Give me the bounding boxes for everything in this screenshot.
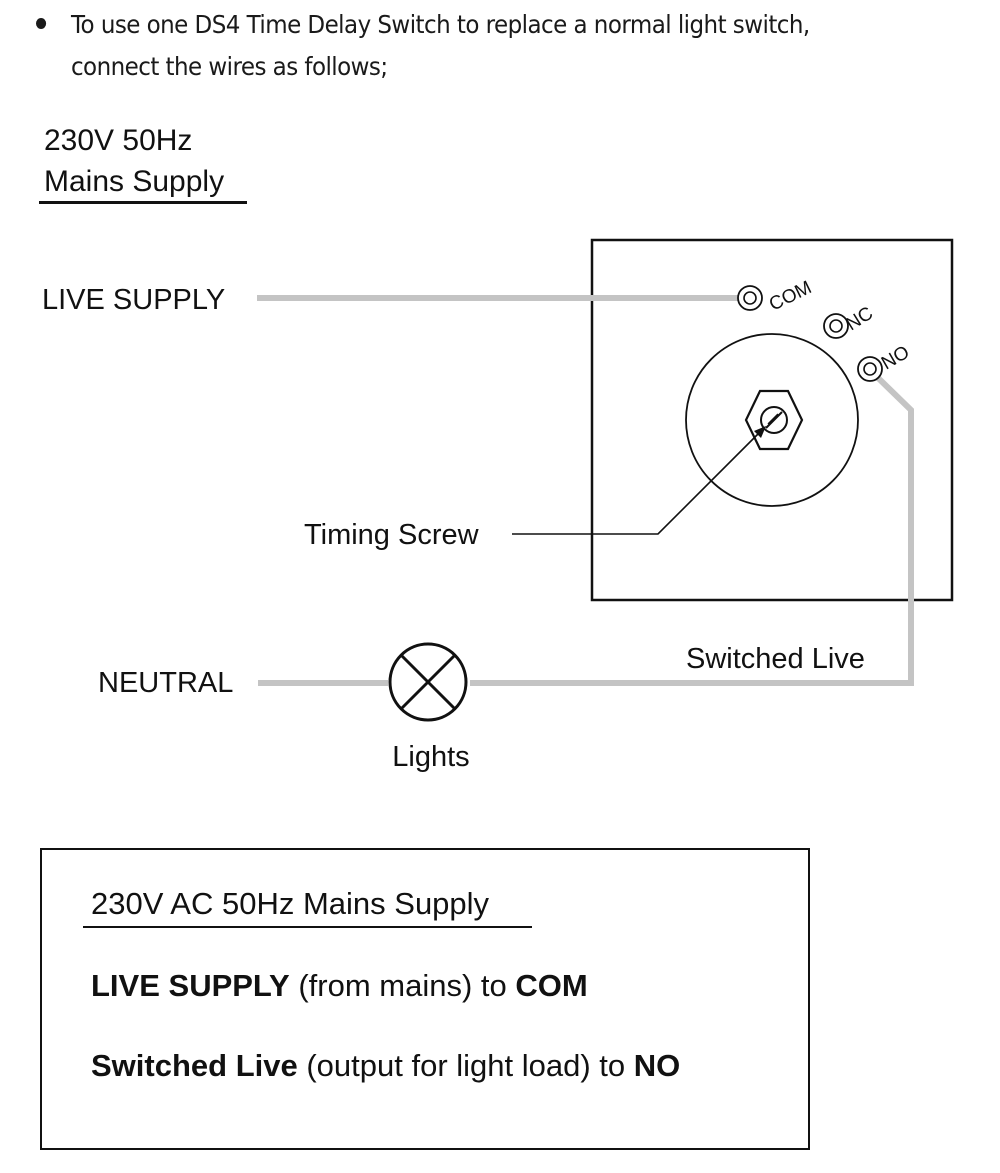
hex-nut-icon — [744, 389, 804, 451]
switched-live-wire — [470, 369, 914, 686]
legend-line-live: LIVE SUPPLY (from mains) to COM — [91, 966, 588, 1006]
terminal-com — [737, 285, 763, 311]
lights-label: Lights — [392, 741, 469, 773]
legend-title: 230V AC 50Hz Mains Supply — [91, 886, 490, 921]
wiring-diagram: COM NC NO LIVE SUPPLY NEUTRAL Lights Tim… — [42, 238, 954, 773]
lamp-icon — [388, 642, 468, 722]
timing-screw-leader — [512, 431, 761, 535]
legend-live-target: COM — [515, 968, 588, 1003]
timing-screw-arrowhead-icon — [754, 426, 766, 438]
legend-box: 230V AC 50Hz Mains Supply LIVE SUPPLY (f… — [40, 848, 810, 1150]
supply-heading-underline — [39, 201, 247, 204]
timer-dial — [685, 333, 859, 507]
terminal-com-label: COM — [766, 277, 815, 315]
legend-line-switched: Switched Live (output for light load) to… — [91, 1046, 680, 1086]
intro-line-1: To use one DS4 Time Delay Switch to repl… — [70, 10, 810, 39]
neutral-label: NEUTRAL — [98, 667, 233, 699]
legend-title-underline — [83, 926, 532, 928]
bullet-dot-icon — [36, 18, 47, 29]
legend-live-term: LIVE SUPPLY — [91, 968, 290, 1003]
supply-heading-line-1: 230V 50Hz — [44, 124, 193, 157]
legend-live-desc: (from mains) to — [289, 968, 516, 1003]
switch-plate — [590, 238, 954, 602]
supply-heading: 230V 50Hz Mains Supply — [44, 120, 224, 202]
supply-heading-line-2: Mains Supply — [44, 165, 225, 198]
screw-slot-inner — [767, 413, 779, 425]
terminal-no — [857, 356, 883, 382]
legend-switched-target: NO — [633, 1048, 681, 1083]
legend-switched-term: Switched Live — [91, 1048, 298, 1083]
switched-live-label: Switched Live — [686, 643, 865, 675]
terminal-no-label: NO — [878, 342, 913, 374]
screw-slot — [765, 411, 783, 429]
live-supply-label: LIVE SUPPLY — [42, 284, 225, 316]
terminal-nc — [823, 313, 849, 339]
timing-screw-label: Timing Screw — [304, 519, 480, 551]
intro-line-2: connect the wires as follows; — [70, 52, 388, 81]
intro-bullet: To use one DS4 Time Delay Switch to repl… — [36, 4, 864, 88]
legend-switched-desc: (output for light load) to — [297, 1048, 634, 1083]
timing-screw-head-icon — [760, 406, 788, 434]
